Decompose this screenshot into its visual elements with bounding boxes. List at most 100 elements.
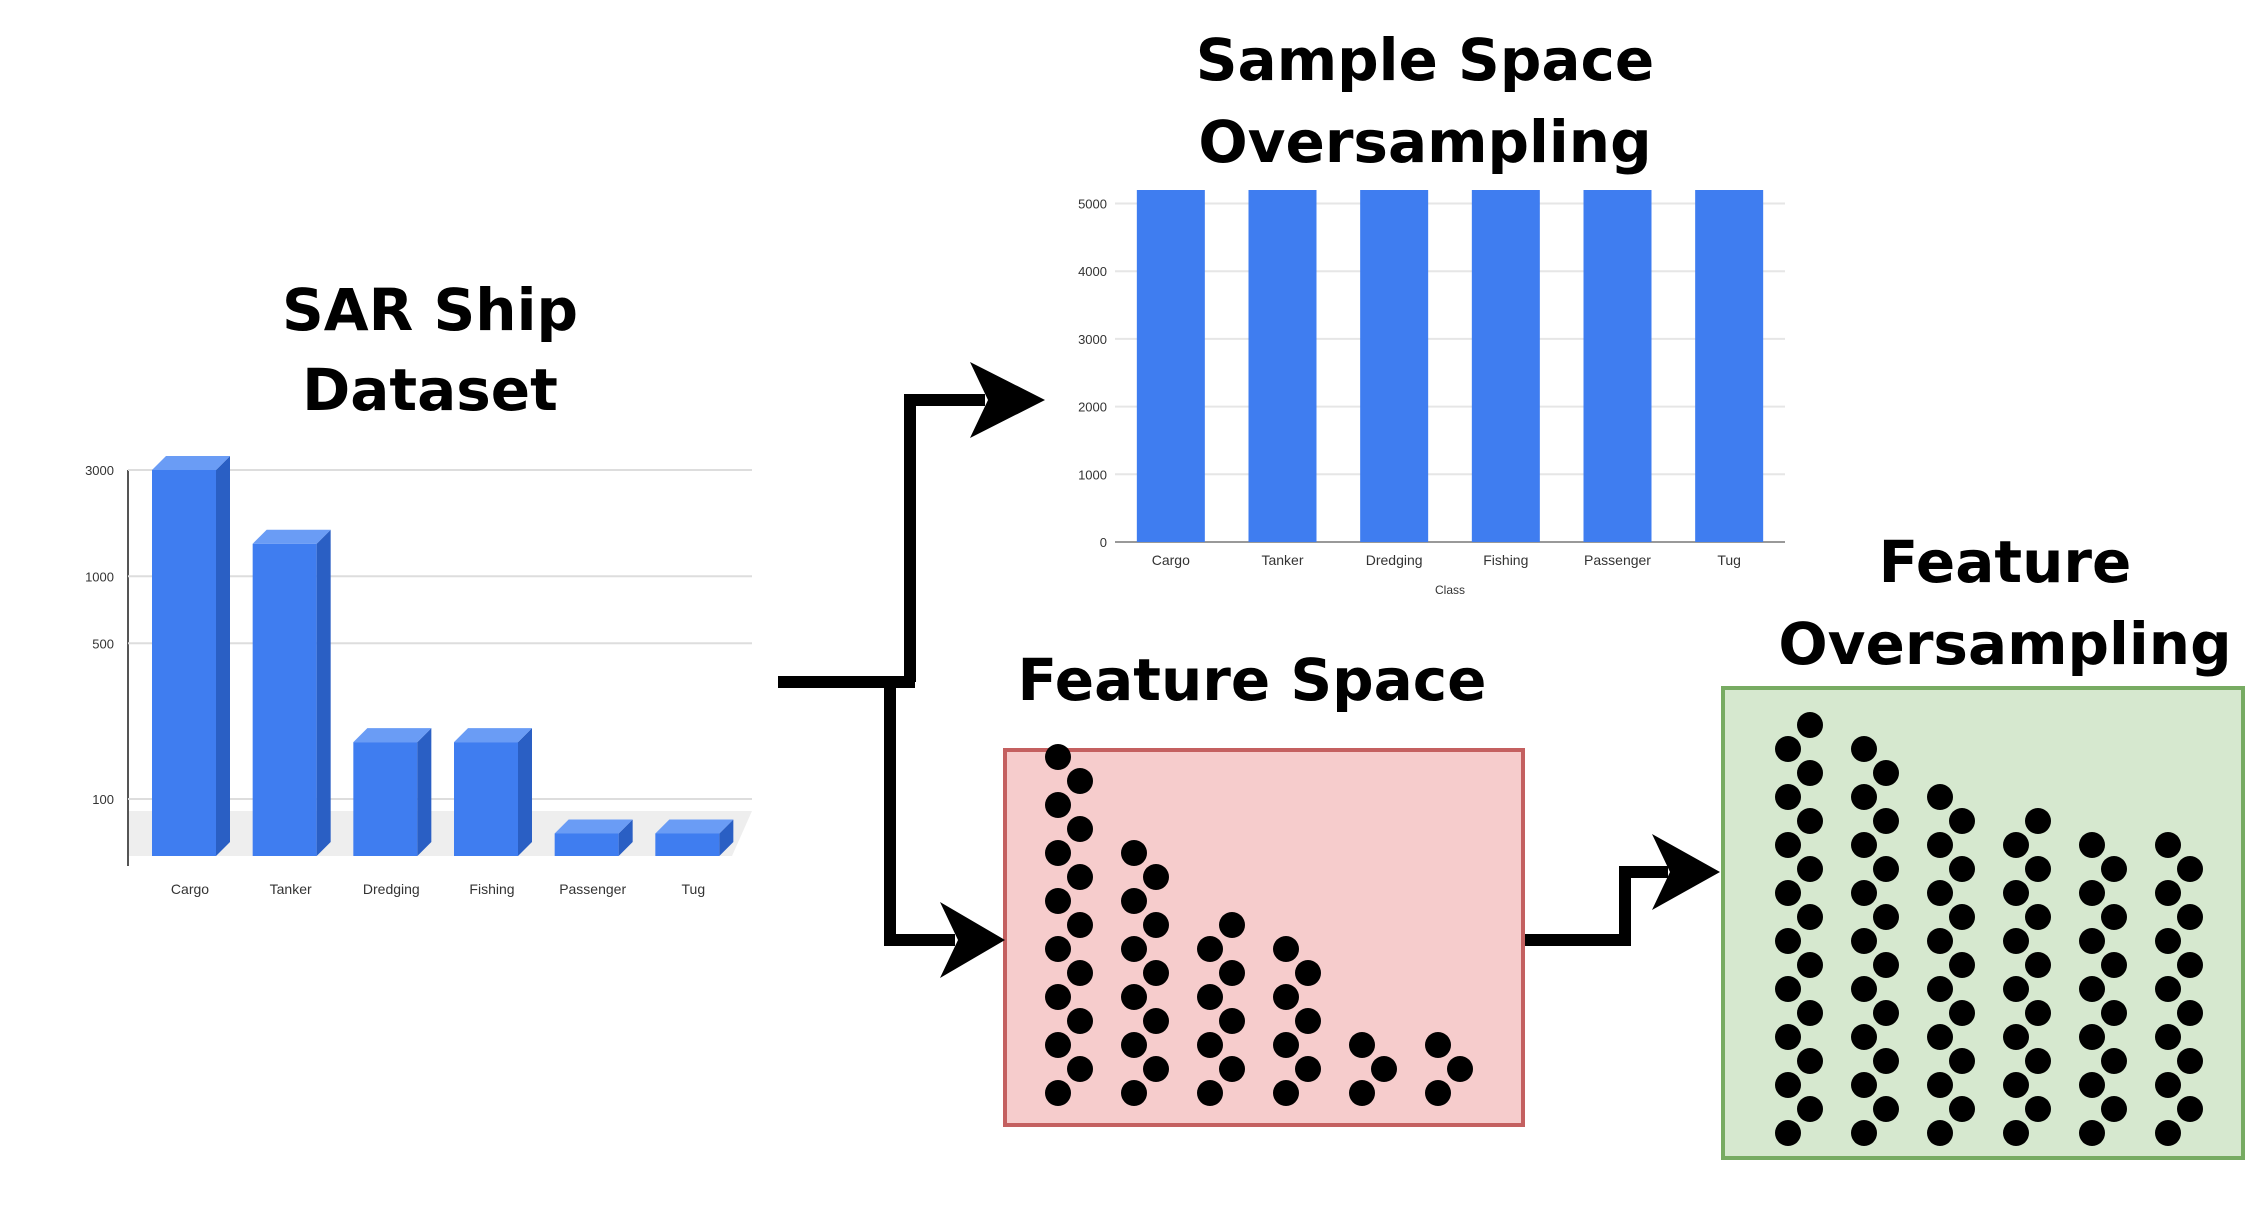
feature-dot <box>1851 928 1877 954</box>
chart1-bar-top <box>655 819 734 834</box>
feature-dot <box>1873 856 1899 882</box>
chart2-y-tick: 4000 <box>1078 264 1107 279</box>
feature-oversampling-title-line1: Feature <box>1879 528 2132 596</box>
feature-dot <box>1143 960 1169 986</box>
feature-dot <box>1851 1024 1877 1050</box>
feature-dot <box>2177 1096 2203 1122</box>
feature-dot <box>1851 784 1877 810</box>
feature-dot <box>1045 1080 1071 1106</box>
chart1-bar-top <box>554 819 633 834</box>
chart1-bar-side <box>417 728 432 856</box>
feature-dot <box>2101 1048 2127 1074</box>
feature-dot <box>1273 1080 1299 1106</box>
feature-dot <box>1045 984 1071 1010</box>
feature-dot <box>1295 1008 1321 1034</box>
feature-dot <box>1927 1120 1953 1146</box>
feature-dot <box>1851 832 1877 858</box>
chart1-bar-side <box>216 456 230 856</box>
feature-dot <box>1851 736 1877 762</box>
feature-dot <box>1873 760 1899 786</box>
feature-dot <box>2177 952 2203 978</box>
feature-dot <box>2079 928 2105 954</box>
feature-dot <box>1371 1056 1397 1082</box>
chart1-bar <box>454 742 518 856</box>
feature-dot <box>1775 832 1801 858</box>
sample-space-title-line2: Oversampling <box>1198 108 1651 176</box>
feature-dot <box>2003 880 2029 906</box>
feature-dot <box>1143 1056 1169 1082</box>
feature-dot <box>1927 880 1953 906</box>
chart1-y-tick: 500 <box>92 636 114 651</box>
feature-space-dots <box>1045 744 1473 1106</box>
feature-dot <box>1067 912 1093 938</box>
feature-dot <box>2101 1000 2127 1026</box>
feature-dot <box>1797 1048 1823 1074</box>
chart1-bar-side <box>618 819 633 856</box>
feature-dot <box>2025 1048 2051 1074</box>
arrow-branch-up <box>904 394 985 682</box>
arrowhead-feature-right <box>1652 834 1720 910</box>
chart2-x-tick: Tanker <box>1261 552 1303 568</box>
feature-dot <box>1425 1080 1451 1106</box>
feature-dot <box>2025 1000 2051 1026</box>
feature-oversampling-dots <box>1775 712 2203 1146</box>
feature-dot <box>1447 1056 1473 1082</box>
feature-dot <box>1143 864 1169 890</box>
feature-dot <box>2003 928 2029 954</box>
arrow-branch-down <box>884 682 955 946</box>
feature-dot <box>2155 1072 2181 1098</box>
feature-dot <box>2101 1096 2127 1122</box>
feature-dot <box>1851 1072 1877 1098</box>
feature-dot <box>1197 984 1223 1010</box>
feature-dot <box>1121 984 1147 1010</box>
feature-dot <box>2025 1096 2051 1122</box>
feature-dot <box>2155 1024 2181 1050</box>
feature-dot <box>2079 1120 2105 1146</box>
chart2-x-tick: Dredging <box>1366 552 1423 568</box>
arrowhead-up <box>970 362 1045 438</box>
chart1-bar-top <box>353 728 432 743</box>
chart1-x-tick: Dredging <box>363 881 420 897</box>
feature-dot <box>1219 960 1245 986</box>
feature-dot <box>1067 768 1093 794</box>
feature-dot <box>1949 1048 1975 1074</box>
feature-dot <box>1045 936 1071 962</box>
feature-dot <box>1273 936 1299 962</box>
feature-dot <box>1775 1024 1801 1050</box>
arrowhead-down <box>940 902 1005 978</box>
feature-dot <box>1143 912 1169 938</box>
feature-dot <box>1349 1080 1375 1106</box>
feature-dot <box>2025 808 2051 834</box>
chart1-x-tick: Fishing <box>469 881 514 897</box>
feature-dot <box>1797 856 1823 882</box>
chart1-x-tick: Cargo <box>171 881 209 897</box>
feature-dot <box>1949 856 1975 882</box>
chart1-bar <box>152 470 216 856</box>
feature-dot <box>2177 1048 2203 1074</box>
feature-dot <box>2003 1120 2029 1146</box>
feature-dot <box>1349 1032 1375 1058</box>
chart1-bar-side <box>518 728 532 856</box>
feature-dot <box>2155 832 2181 858</box>
chart2-bar <box>1695 190 1764 542</box>
feature-dot <box>1067 960 1093 986</box>
feature-dot <box>1949 904 1975 930</box>
chart2-y-tick: 3000 <box>1078 332 1107 347</box>
arrow-heads <box>940 362 1720 978</box>
feature-dot <box>1949 1096 1975 1122</box>
feature-dot <box>1197 936 1223 962</box>
feature-dot <box>1873 904 1899 930</box>
chart2-x-label: Class <box>1435 583 1465 597</box>
chart2-y-tick: 5000 <box>1078 197 1107 212</box>
feature-dot <box>1121 1032 1147 1058</box>
feature-dot <box>1927 976 1953 1002</box>
feature-dot <box>1873 952 1899 978</box>
feature-dot <box>1873 1000 1899 1026</box>
feature-dot <box>1197 1080 1223 1106</box>
feature-dot <box>2101 904 2127 930</box>
feature-dot <box>1797 952 1823 978</box>
feature-dot <box>2155 928 2181 954</box>
feature-dot <box>1775 1120 1801 1146</box>
chart2-y-tick: 0 <box>1100 535 1107 550</box>
feature-dot <box>1927 784 1953 810</box>
